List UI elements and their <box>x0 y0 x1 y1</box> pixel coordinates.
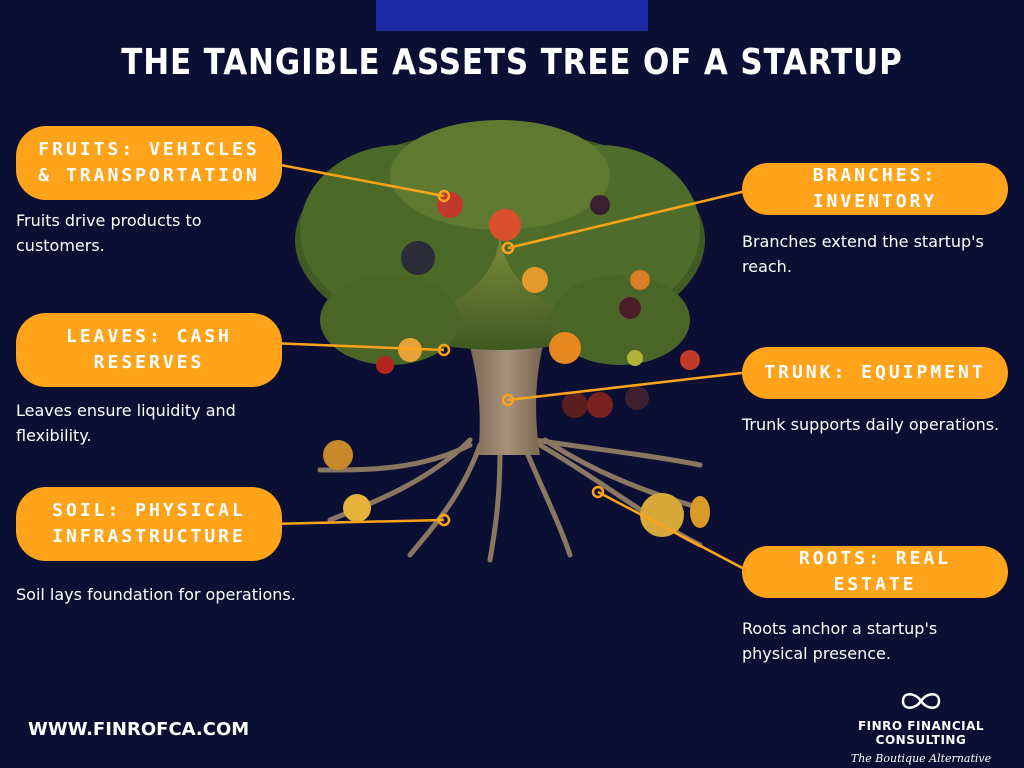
brand-name: FINRO FINANCIAL CONSULTING <box>857 719 985 747</box>
desc-trunk: Trunk supports daily operations. <box>742 415 1000 434</box>
leader-dot-branches <box>501 241 515 255</box>
label-leaves: LEAVES: CASH RESERVES <box>16 313 282 387</box>
label-fruits: FRUITS: VEHICLES & TRANSPORTATION <box>16 126 282 200</box>
desc-fruits: Fruits drive products to customers. <box>16 211 202 255</box>
leader-line-fruits <box>269 161 445 198</box>
label-trunk: TRUNK: EQUIPMENT <box>742 347 1008 399</box>
label-branches: BRANCHES: INVENTORY <box>742 163 1008 215</box>
brand-tagline: The Boutique Alternative <box>850 752 992 765</box>
desc-leaves: Leaves ensure liquidity and flexibility. <box>16 401 236 445</box>
infinity-logo-icon <box>901 693 941 709</box>
tree-fruits <box>323 192 710 537</box>
leader-dot-leaves <box>437 343 451 357</box>
leader-line-branches <box>507 188 751 250</box>
brand-block: FINRO FINANCIAL CONSULTING The Boutique … <box>826 690 1016 765</box>
desc-soil: Soil lays foundation for operations. <box>16 585 296 604</box>
desc-branches: Branches extend the startup's reach. <box>742 232 984 276</box>
top-accent-bar <box>376 0 648 31</box>
leader-line-soil <box>269 518 445 526</box>
tree-canopy <box>295 120 705 365</box>
leader-line-trunk <box>507 370 751 402</box>
website-link[interactable]: WWW.FINROFCA.COM <box>28 719 250 740</box>
label-roots: ROOTS: REAL ESTATE <box>742 546 1008 598</box>
desc-roots: Roots anchor a startup's physical presen… <box>742 619 938 663</box>
label-soil: SOIL: PHYSICAL INFRASTRUCTURE <box>16 487 282 561</box>
leader-dot-trunk <box>501 393 515 407</box>
leader-dot-soil <box>437 513 451 527</box>
leader-line-roots <box>597 490 751 574</box>
page-title: THE TANGIBLE ASSETS TREE OF A STARTUP <box>121 42 903 83</box>
leader-line-leaves <box>269 341 445 352</box>
leader-dot-roots <box>591 485 605 499</box>
leader-dot-fruits <box>437 189 451 203</box>
